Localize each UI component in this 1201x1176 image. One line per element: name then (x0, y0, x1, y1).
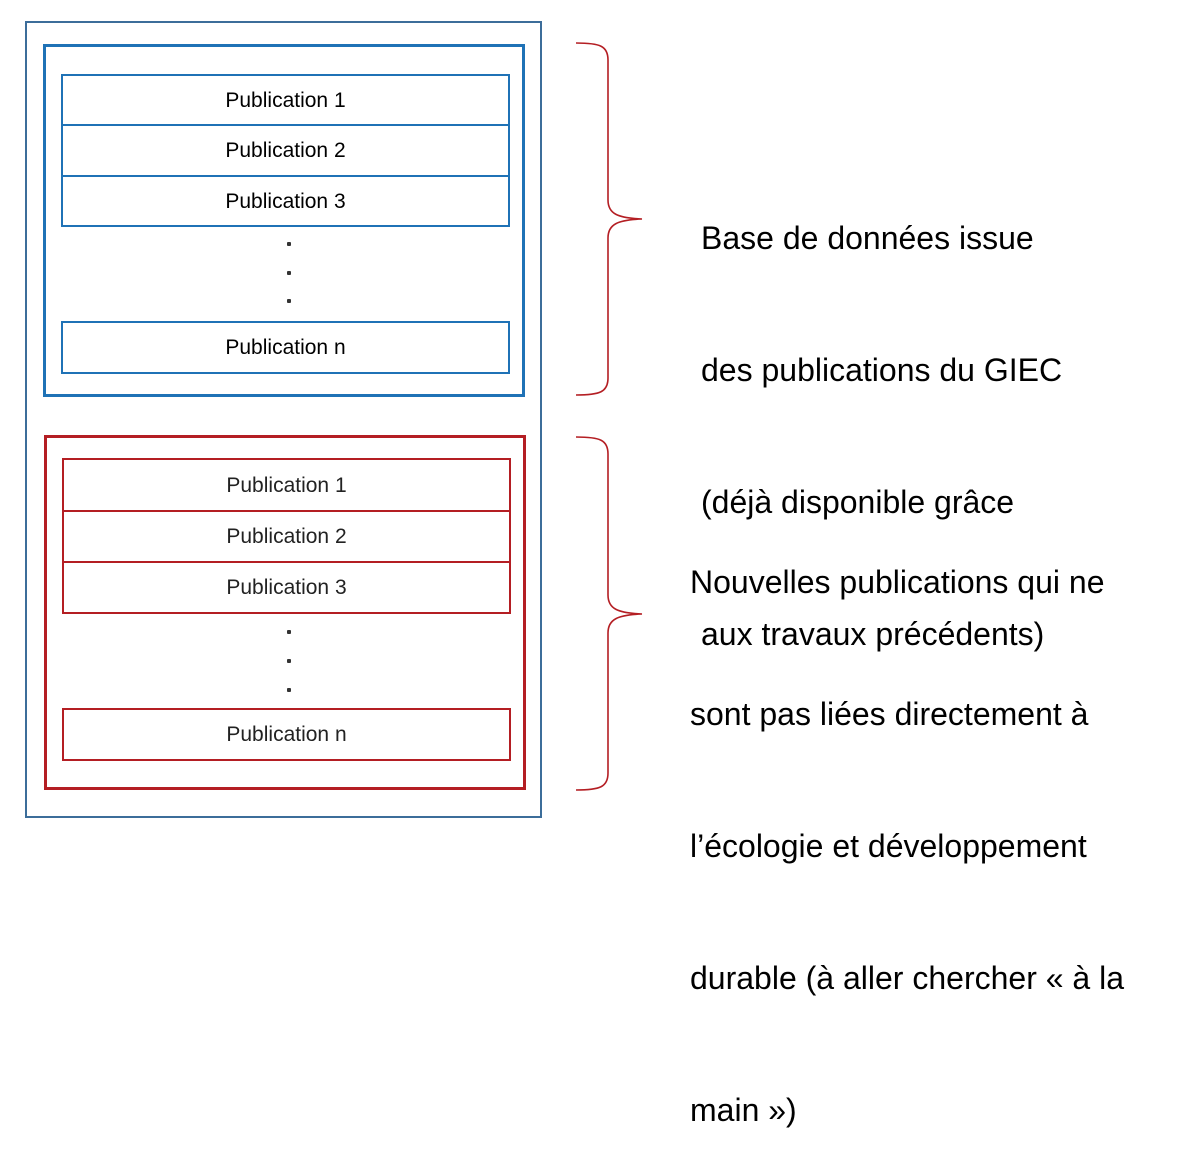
outer-container (25, 21, 542, 818)
new-ellipsis-dot-1 (287, 630, 291, 634)
new-publications-group (44, 435, 526, 790)
existing-ellipsis-dot-2 (287, 271, 291, 275)
new-publication-1-label: Publication 1 (226, 473, 347, 497)
new-description-line-5: main ») (690, 1092, 797, 1128)
existing-group-brace (575, 42, 643, 396)
existing-ellipsis-dot-1 (287, 242, 291, 246)
existing-group-description: Base de données issue des publications d… (701, 128, 1062, 700)
new-publication-1: Publication 1 (62, 458, 511, 512)
new-publication-2-label: Publication 2 (226, 525, 347, 548)
new-description-line-1: Nouvelles publications qui ne (690, 564, 1105, 600)
existing-publication-n: Publication n (61, 321, 510, 374)
new-description-line-4: durable (à aller chercher « à la (690, 960, 1125, 996)
existing-description-line-2: des publications du GIEC (701, 352, 1063, 388)
existing-publication-1-label: Publication 1 (225, 88, 346, 112)
new-ellipsis-dot-3 (287, 688, 291, 692)
new-publication-n-label: Publication n (226, 723, 347, 746)
existing-publication-3-label: Publication 3 (225, 189, 346, 213)
new-publication-3: Publication 3 (62, 561, 511, 614)
new-description-line-2: sont pas liées directement à (690, 696, 1089, 732)
existing-publication-n-label: Publication n (225, 336, 346, 359)
new-publication-2: Publication 2 (62, 510, 511, 563)
existing-ellipsis-dot-3 (287, 299, 291, 303)
new-publication-n: Publication n (62, 708, 511, 761)
existing-publication-2: Publication 2 (61, 124, 510, 177)
existing-publication-3: Publication 3 (61, 175, 510, 227)
existing-description-line-4: aux travaux précédents) (701, 616, 1045, 652)
new-group-brace (575, 436, 643, 791)
existing-publication-1: Publication 1 (61, 74, 510, 126)
new-description-line-3: l’écologie et développement (690, 828, 1087, 864)
existing-publication-2-label: Publication 2 (225, 139, 346, 162)
existing-description-line-3: (déjà disponible grâce (701, 484, 1015, 520)
existing-publications-group (43, 44, 525, 397)
existing-description-line-1: Base de données issue (701, 220, 1034, 256)
new-ellipsis-dot-2 (287, 659, 291, 663)
new-group-description: Nouvelles publications qui ne sont pas l… (690, 472, 1124, 1176)
new-publication-3-label: Publication 3 (226, 576, 347, 599)
